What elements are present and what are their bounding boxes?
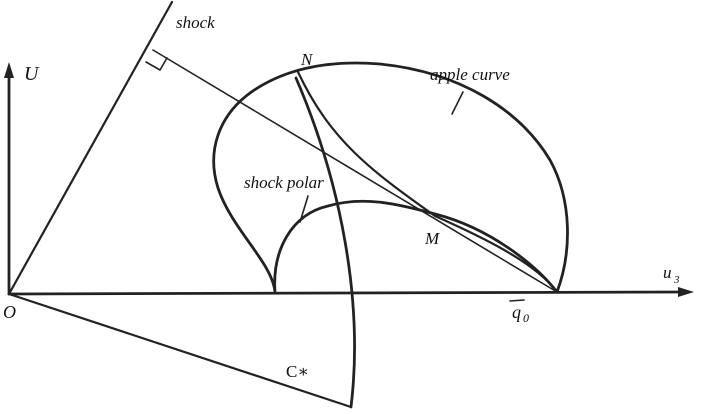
apple-curve-pointer	[451, 91, 464, 115]
right-angle-marker	[145, 57, 168, 71]
point-n-label: N	[300, 50, 314, 69]
shock-line	[7, 0, 174, 296]
u-axis-arrowhead	[4, 62, 14, 78]
q0-vector-marker	[509, 299, 525, 302]
u3-axis-label: u	[663, 263, 672, 282]
point-m-label: M	[424, 229, 440, 248]
o-to-cstar-line	[7, 292, 353, 409]
apple-curve	[212, 61, 569, 294]
shock-polar-right	[433, 214, 559, 294]
u-axis-label: U	[24, 63, 40, 85]
shock-polar-inner	[296, 70, 437, 218]
u3-axis-arrowhead	[678, 287, 694, 297]
shock-polar-pointer	[299, 195, 309, 223]
sonic-circle-arc	[294, 76, 356, 409]
q0-label: q	[512, 302, 521, 322]
cstar-label: C∗	[286, 362, 309, 381]
u3-axis	[7, 290, 684, 296]
u3-axis-subscript: 3	[673, 274, 680, 286]
shock-label: shock	[176, 13, 215, 32]
perpendicular-line	[152, 49, 558, 293]
q0-subscript: 0	[523, 311, 529, 325]
shock-polar-label: shock polar	[244, 173, 324, 192]
apple-curve-label: apple curve	[430, 65, 510, 84]
origin-label: O	[3, 302, 16, 322]
